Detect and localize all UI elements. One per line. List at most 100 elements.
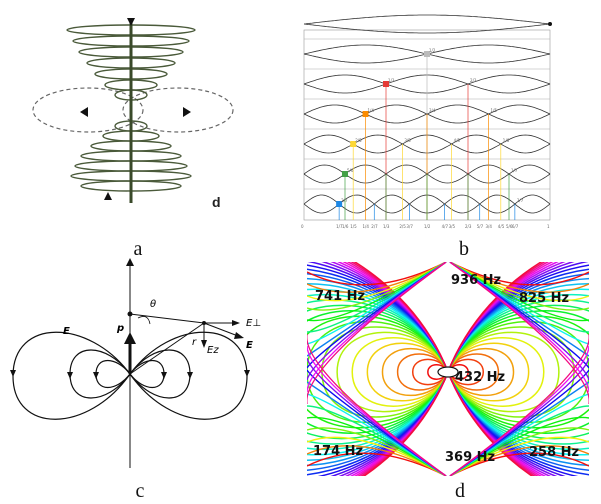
hz-label-258: 258 Hz <box>529 445 579 460</box>
field-line <box>307 445 447 476</box>
label-p: p <box>116 323 124 334</box>
node-fraction-label: 1/2 <box>429 48 436 53</box>
node-fraction-label: 1/6 <box>503 138 510 143</box>
field-line <box>447 331 560 413</box>
axis-tick-label: 1/6 <box>342 224 349 229</box>
node-fraction-label: 2/3 <box>470 78 477 83</box>
field-line <box>449 262 589 293</box>
standing-wave-lower <box>303 23 551 34</box>
field-line <box>447 342 530 402</box>
node-guide-lines <box>336 51 516 220</box>
field-line <box>447 264 589 476</box>
field-line <box>307 273 449 471</box>
mid-left-lobe <box>69 349 131 399</box>
field-line <box>449 334 589 476</box>
inner-left-lobe <box>95 359 131 389</box>
axis-tick-label: 0 <box>301 224 304 229</box>
inner-right-lobe <box>129 359 165 389</box>
field-line <box>381 348 449 396</box>
node-fraction-label: 2/5 <box>355 138 362 143</box>
axis-arrow-icon <box>126 258 134 266</box>
label-theta: θ <box>150 299 156 310</box>
node-fraction-label: 1/4 <box>368 108 375 113</box>
field-line <box>447 262 567 476</box>
field-line <box>447 315 589 429</box>
field-line <box>447 326 575 418</box>
field-line <box>321 262 449 476</box>
standing-wave-upper <box>303 14 551 25</box>
node-marker <box>424 51 430 57</box>
panel-a-label: d <box>212 194 221 210</box>
axis-tick-label: 2/3 <box>465 224 472 229</box>
field-line <box>447 304 589 440</box>
field-line <box>307 304 449 440</box>
field-line <box>447 268 589 476</box>
node-marker <box>350 141 357 147</box>
arrow-up-icon <box>104 192 112 200</box>
field-line <box>447 273 589 471</box>
outer-left-lobe <box>12 331 131 420</box>
endpoint-dot <box>548 22 552 26</box>
dipole-field-diagram: E p θ r E⊥ Ez E <box>10 258 261 468</box>
field-line <box>307 264 449 476</box>
arrow-left-icon <box>80 107 88 117</box>
axis-tick-label: 1/5 <box>350 224 357 229</box>
label-E-left: E <box>63 326 70 337</box>
node-fraction-label: 3/4 <box>429 108 436 113</box>
axis-tick-label: 3/7 <box>406 224 413 229</box>
field-line <box>396 353 449 391</box>
caption-b: b <box>459 238 469 260</box>
axis-tick-label: 5/6 <box>506 224 513 229</box>
field-line <box>447 320 589 424</box>
axis-tick-label: 4/7 <box>442 224 449 229</box>
caption-c: c <box>135 480 145 502</box>
field-line <box>307 262 447 404</box>
field-line <box>427 364 449 380</box>
axis-tick-label: 1/2 <box>424 224 431 229</box>
axis-tick-label: 1/3 <box>383 224 390 229</box>
field-line <box>447 337 545 407</box>
hz-label-432: 432 Hz <box>455 370 505 385</box>
left-dashed-loop <box>32 87 144 133</box>
field-line <box>307 262 447 293</box>
field-line <box>307 262 449 476</box>
right-dashed-loop <box>122 87 234 133</box>
node-fraction-label: 1/7 <box>511 168 518 173</box>
node-fraction-label: 1/5 <box>491 108 498 113</box>
field-line <box>336 331 449 413</box>
axis-tick-label: 1 <box>547 224 550 229</box>
arrow-right-icon <box>183 107 191 117</box>
node-fraction-label: 2/7 <box>341 198 348 203</box>
node-marker <box>362 111 369 117</box>
node-marker <box>342 171 348 177</box>
field-line <box>447 262 575 476</box>
coil-diagram: d <box>32 18 234 210</box>
field-line-set <box>307 262 589 476</box>
hz-label-825: 825 Hz <box>519 291 569 306</box>
panel-d: 741 Hz 936 Hz 825 Hz 432 Hz 174 Hz 369 H… <box>307 262 589 476</box>
field-line <box>449 262 589 404</box>
node-marker <box>336 201 343 207</box>
field-line <box>447 262 589 476</box>
field-line <box>447 358 485 386</box>
field-line <box>366 342 449 402</box>
node-fraction-label: 3/7 <box>517 198 524 203</box>
axis-tick-label: 6/7 <box>512 224 519 229</box>
hz-label-369: 369 Hz <box>445 450 495 465</box>
label-r: r <box>192 337 197 348</box>
panel-a: d <box>18 8 240 223</box>
node-fraction-label: 1/3 <box>388 78 395 83</box>
axis-tick-label: 4/5 <box>498 224 505 229</box>
field-line <box>307 310 449 434</box>
field-line <box>449 452 589 476</box>
node-fraction-label: 3/5 <box>404 138 411 143</box>
field-line <box>447 364 469 380</box>
axis-tick-label: 1/4 <box>363 224 370 229</box>
hz-label-741: 741 Hz <box>315 289 365 304</box>
field-line <box>307 452 447 476</box>
mid-right-lobe <box>129 349 191 399</box>
field-line <box>307 320 449 424</box>
panel-b: 1/2 1/3 2/3 1/4 3/4 1/5 2/5 3/5 4/5 1/6 5/6 1/7 2/7 3… <box>300 8 558 236</box>
